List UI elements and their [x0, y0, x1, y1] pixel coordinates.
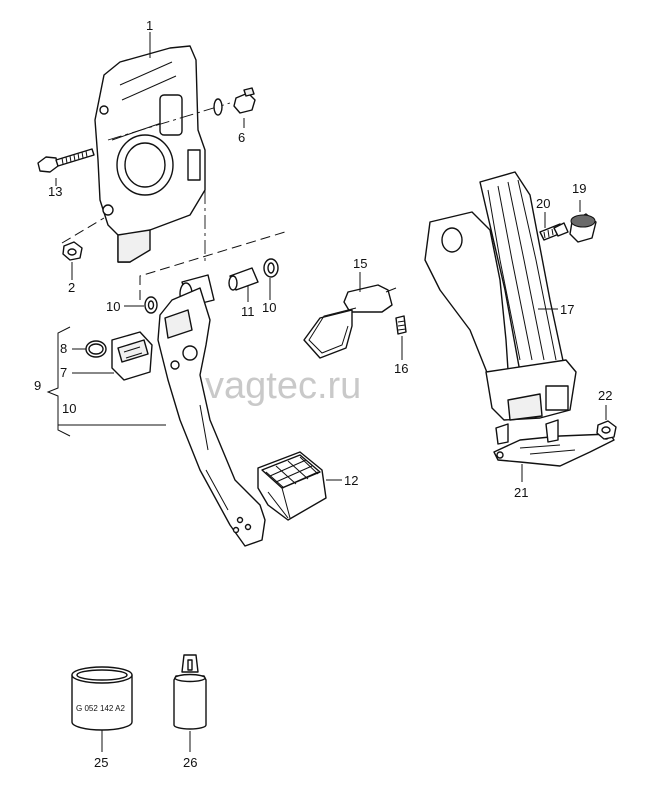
callout-10-left: 10: [106, 299, 120, 314]
tube-26-part: [173, 654, 207, 730]
dash-2: [61, 217, 105, 244]
callout-10-lower: 10: [62, 401, 76, 416]
brace-9: [46, 326, 71, 437]
callout-12: 12: [344, 473, 358, 488]
callout-17: 17: [560, 302, 574, 317]
callout-10-right: 10: [262, 300, 276, 315]
bolt-13-part: [37, 148, 95, 173]
ring-25-part: G 052 142 A2: [71, 666, 133, 731]
sender-15-part: [303, 284, 407, 359]
callout-8: 8: [60, 341, 67, 356]
callout-13: 13: [48, 184, 62, 199]
screw-20-part: [539, 222, 569, 241]
callout-19: 19: [572, 181, 586, 196]
ring-part-number: G 052 142 A2: [76, 704, 125, 713]
watermark-text: vagtec.ru: [205, 365, 361, 407]
clutch-pedal-part: [157, 287, 327, 547]
shaft-axis-line: [107, 102, 231, 141]
pivot-bushings-group: [144, 258, 279, 314]
accelerator-pedal-part: [424, 171, 577, 421]
callout-21: 21: [514, 485, 528, 500]
callout-11: 11: [241, 304, 255, 319]
callout-25: 25: [94, 755, 108, 770]
callout-16: 16: [394, 361, 408, 376]
callout-20: 20: [536, 196, 550, 211]
nut-6-part: [213, 87, 256, 116]
cap-19-part: [569, 213, 597, 243]
pedal-bracket-part: [94, 45, 206, 263]
callout-2: 2: [68, 280, 75, 295]
mounting-plate-part: [493, 419, 615, 467]
nut-22-part: [596, 420, 617, 440]
callout-26: 26: [183, 755, 197, 770]
callout-6: 6: [238, 130, 245, 145]
callout-1: 1: [146, 18, 153, 33]
callout-7: 7: [60, 365, 67, 380]
clutch-switch-part: [85, 331, 153, 381]
nut-2-part: [62, 241, 83, 261]
bracket-dash-line: [139, 231, 286, 300]
callout-15: 15: [353, 256, 367, 271]
callout-9: 9: [34, 378, 41, 393]
callout-22: 22: [598, 388, 612, 403]
